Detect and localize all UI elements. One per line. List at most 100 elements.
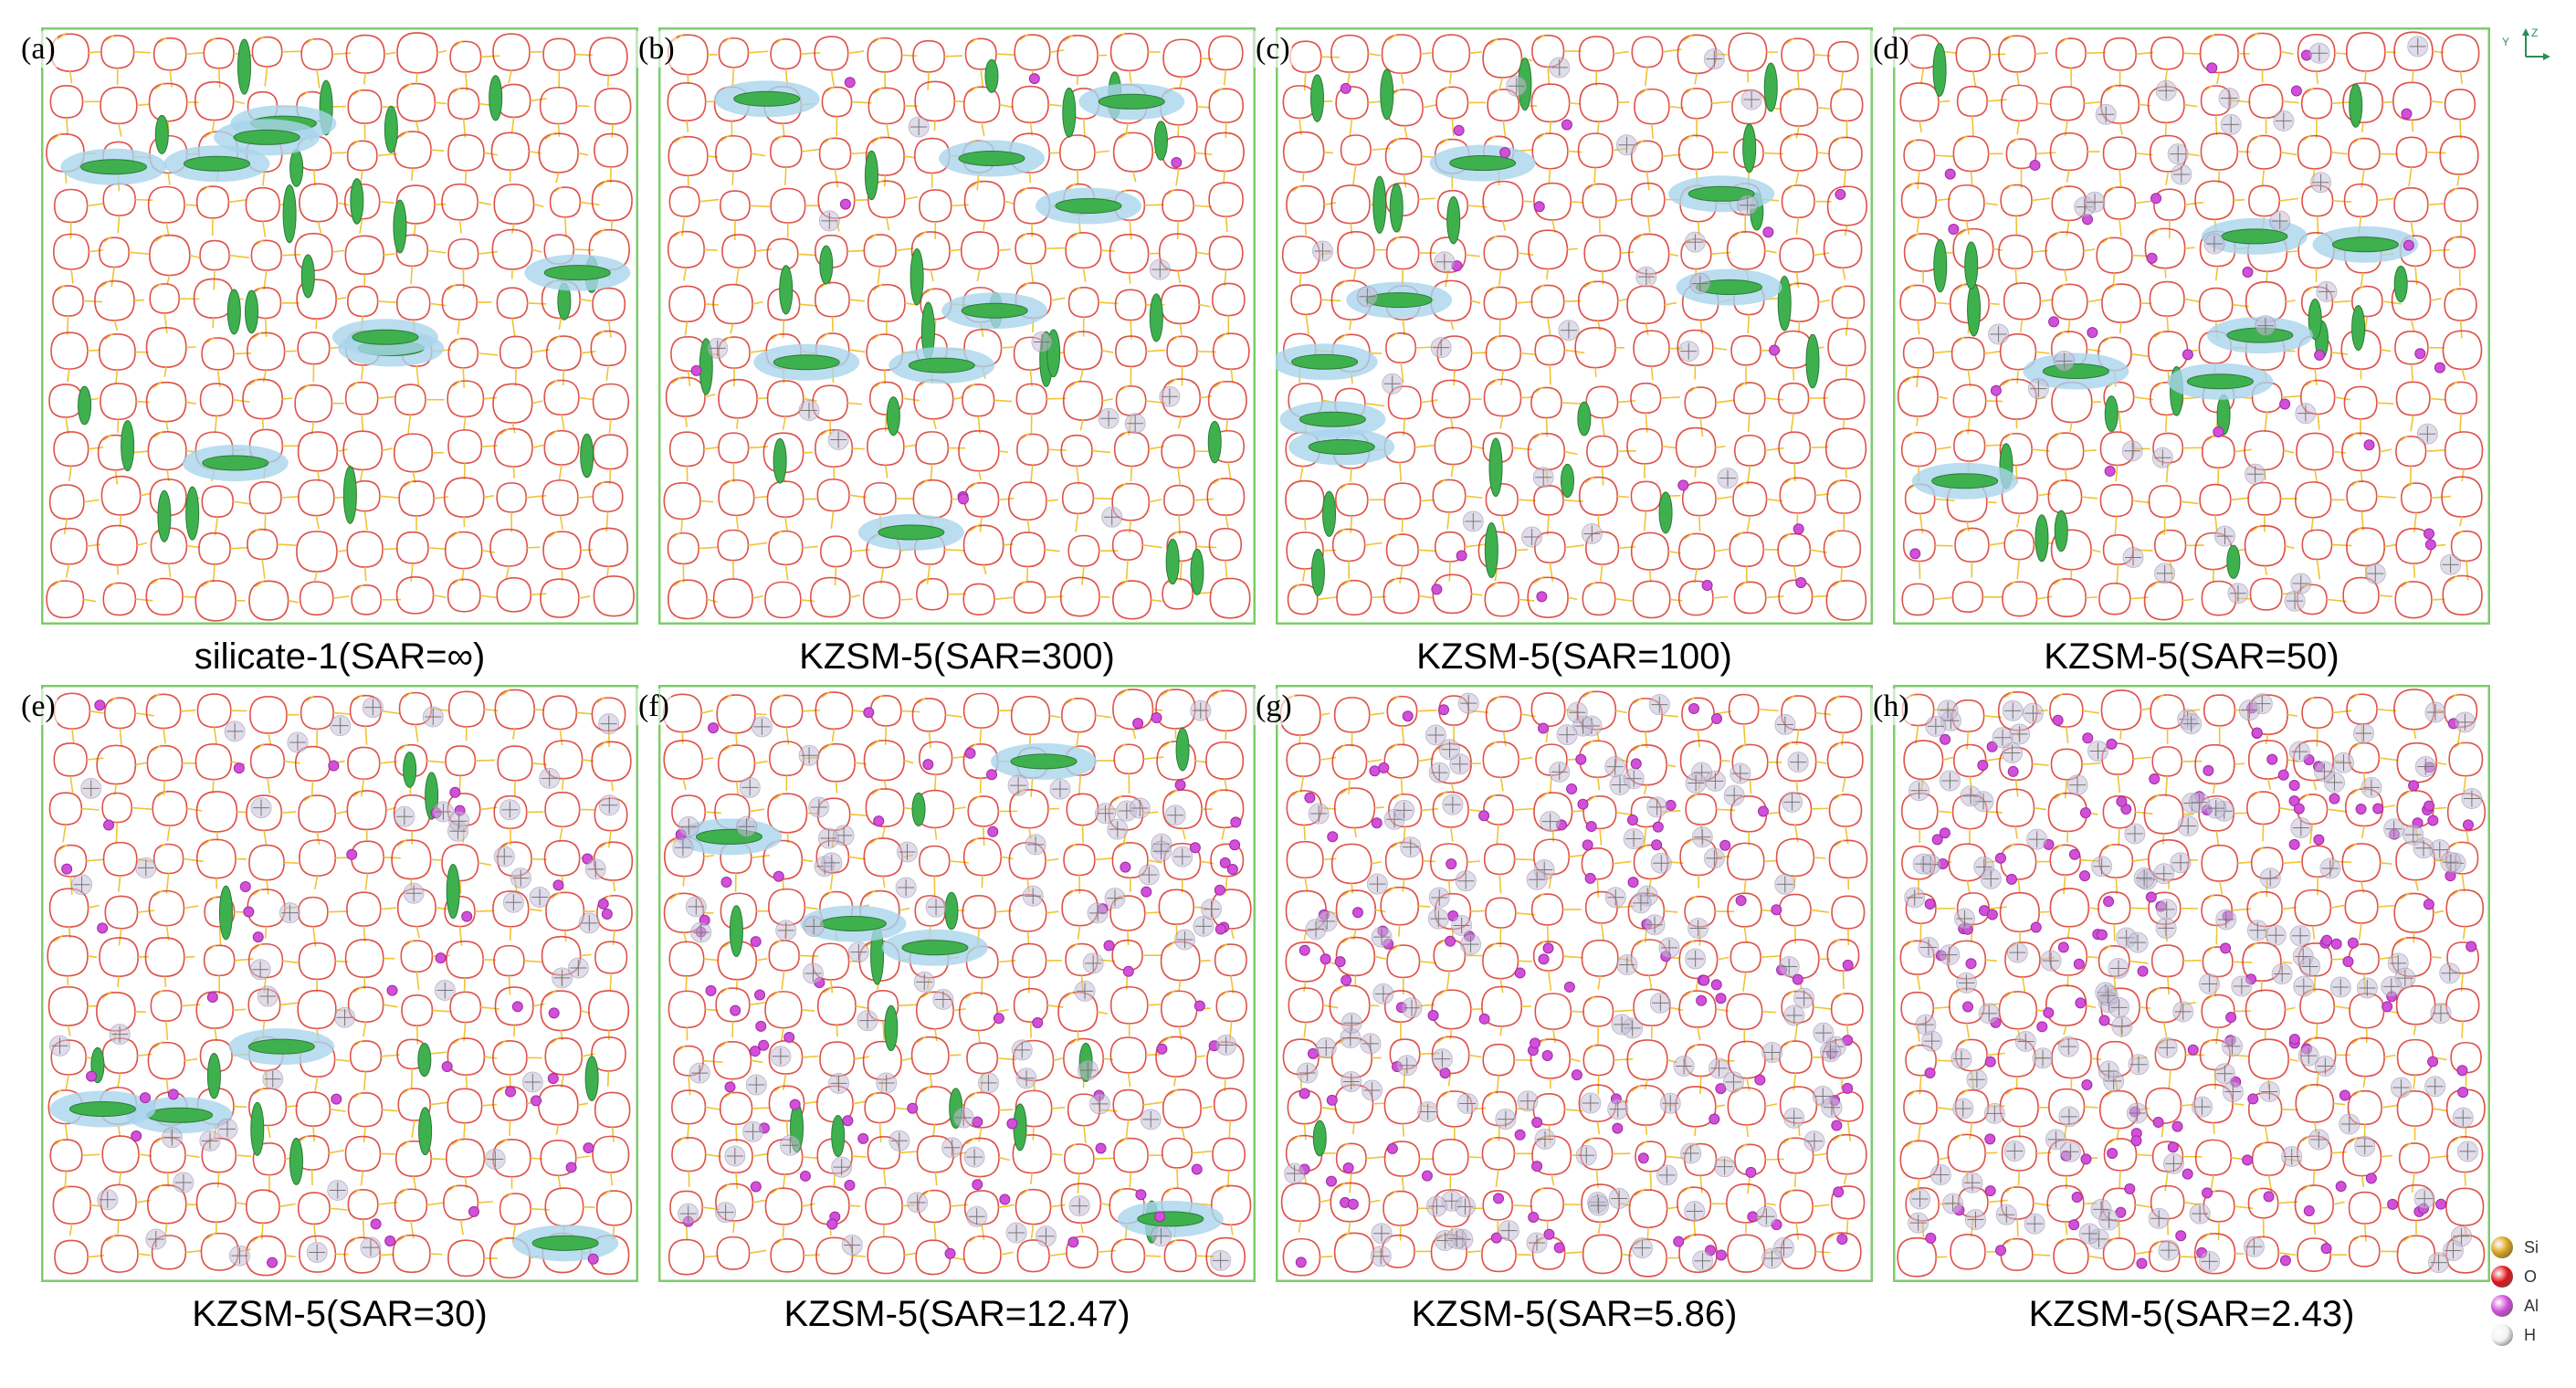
k-ion	[2098, 1209, 2120, 1231]
adsorbate-density	[699, 58, 1222, 595]
k-ion	[510, 868, 531, 889]
adsorbate-blob	[1577, 401, 1592, 436]
al-atom	[1612, 1122, 1624, 1134]
al-atom	[2068, 1219, 2080, 1231]
al-atom	[2052, 714, 2064, 726]
k-ion	[2413, 1188, 2435, 1210]
al-atom	[2424, 800, 2435, 812]
adsorbate-blob	[289, 149, 304, 187]
cation-sites	[672, 699, 1242, 1271]
al-atom	[2414, 348, 2426, 360]
k-ion	[1549, 761, 1571, 783]
k-ion	[678, 1203, 699, 1225]
al-atom	[1842, 959, 1854, 971]
k-ion	[1164, 804, 1186, 826]
adsorbate-blob	[2349, 83, 2363, 128]
panel-letter: (a)	[19, 31, 58, 68]
al-atom	[1154, 1211, 1166, 1223]
k-ion	[2258, 1080, 2280, 1102]
al-atom	[2048, 316, 2060, 328]
k-ion	[2040, 950, 2062, 972]
al-atom	[1771, 904, 1782, 916]
al-atom	[2043, 1007, 2055, 1019]
k-ion	[2273, 110, 2295, 131]
al-atom	[1536, 591, 1548, 603]
adsorbate-blob	[2351, 305, 2366, 352]
framework-structure	[1893, 685, 2490, 1282]
al-atom	[2266, 753, 2278, 765]
k-ion	[539, 767, 561, 789]
al-atom	[1538, 953, 1550, 965]
k-ion	[521, 1071, 543, 1093]
k-ion	[1442, 794, 1464, 815]
al-atom	[2342, 955, 2354, 967]
k-ion	[2091, 856, 2113, 878]
adsorbate-blob	[218, 885, 233, 941]
al-atom	[2427, 815, 2439, 826]
al-atom	[1386, 1142, 1398, 1154]
adsorbate-blob	[245, 289, 259, 334]
k-ion	[1366, 873, 1388, 895]
al-atom	[97, 922, 109, 934]
panel-letter: (h)	[1871, 689, 1911, 725]
al-atom	[2071, 1191, 2083, 1203]
k-ion	[1623, 768, 1645, 790]
al-atom	[2279, 398, 2291, 410]
adsorbate-blob	[2035, 514, 2049, 563]
al-atom	[1584, 872, 1596, 884]
k-ion	[2177, 815, 2199, 837]
al-atom	[1230, 816, 1242, 828]
k-ion	[1635, 266, 1657, 288]
k-ion	[1434, 251, 1456, 273]
adsorbate-blob	[584, 1056, 599, 1101]
al-atom	[2277, 769, 2289, 781]
adsorbate-blob	[1763, 62, 1778, 112]
al-atom	[1673, 1236, 1685, 1247]
k-ion	[1781, 791, 1803, 813]
k-ion	[1129, 797, 1151, 819]
cell-frame	[658, 685, 1256, 1282]
k-ion	[779, 1134, 801, 1156]
k-ion	[2221, 1036, 2243, 1057]
k-ion	[1918, 936, 1940, 958]
al-atom	[435, 952, 447, 964]
y-axis-label: Y	[2502, 36, 2509, 48]
al-atom	[690, 364, 702, 376]
al-atom	[2313, 834, 2325, 846]
al-atom	[1341, 974, 1352, 986]
k-ion	[1556, 724, 1578, 746]
cell-frame	[1893, 685, 2490, 1282]
al-atom	[2103, 896, 2115, 908]
cation-sites	[1904, 693, 2483, 1274]
k-ion	[80, 777, 102, 799]
al-atom	[749, 1046, 761, 1057]
k-ion	[2442, 1239, 2464, 1261]
k-ion	[2057, 1036, 2079, 1057]
adsorbate-blob	[121, 420, 135, 472]
al-atom	[2456, 1065, 2468, 1077]
k-ion	[1966, 1068, 1988, 1090]
k-ion	[334, 1006, 356, 1028]
k-ion	[1904, 887, 1926, 909]
al-atom	[1214, 923, 1226, 935]
adsorbate-blob	[1149, 293, 1163, 342]
al-atom	[167, 1088, 179, 1100]
k-ion	[2391, 1077, 2413, 1099]
atom-swatch-icon	[2491, 1236, 2513, 1258]
al-atom	[552, 879, 564, 891]
k-ion	[1396, 1055, 1418, 1077]
al-atom	[1630, 758, 1642, 770]
al-atom	[1719, 839, 1731, 851]
k-ion	[817, 827, 839, 849]
k-ion	[1460, 933, 1482, 955]
k-ion	[1210, 1249, 1232, 1271]
al-atom	[2079, 807, 2091, 819]
al-atom	[1295, 1257, 1307, 1268]
cation-sites	[1909, 36, 2462, 612]
al-atom	[1831, 1120, 1843, 1131]
al-atom	[94, 699, 106, 711]
al-atom	[1214, 884, 1225, 896]
k-ion	[2148, 1207, 2170, 1229]
al-atom	[2171, 1120, 2183, 1132]
